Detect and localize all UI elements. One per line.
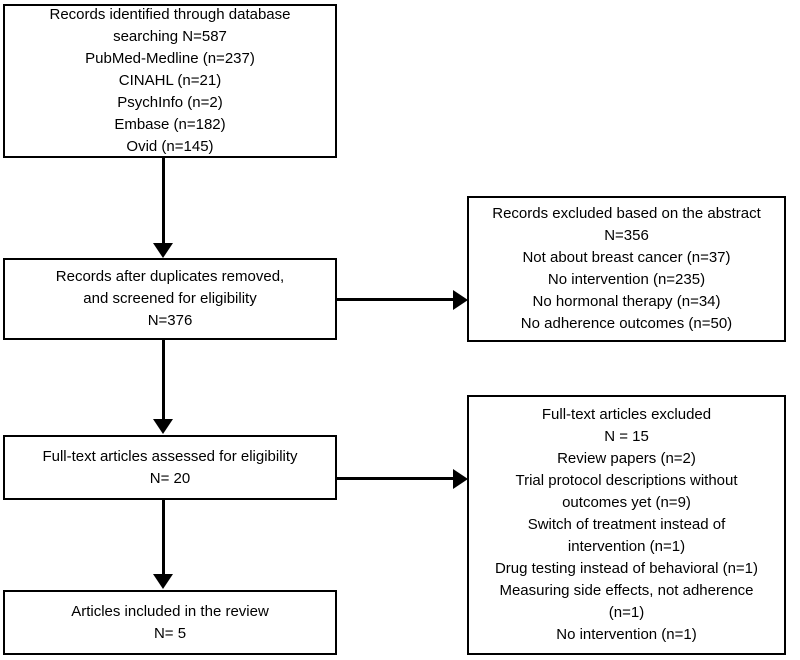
node-line: No hormonal therapy (n=34) — [532, 293, 721, 310]
node-line: N=376 — [147, 312, 193, 329]
node-line: Review papers (n=2) — [557, 450, 696, 467]
node-line: N = 15 — [604, 428, 649, 445]
node-records-identified: Records identified through database sear… — [3, 4, 337, 158]
node-line: Drug testing instead of behavioral (n=1) — [494, 560, 759, 577]
connector-fulltext-to-excluded-fulltext — [337, 477, 455, 480]
connector-fulltext-to-included — [162, 500, 165, 575]
node-line: Not about breast cancer (n=37) — [522, 249, 731, 266]
node-line: outcomes yet (n=9) — [562, 494, 691, 511]
node-line: Full-text articles assessed for eligibil… — [42, 447, 298, 465]
node-line: N=356 — [604, 227, 649, 244]
node-line: Records after duplicates removed, — [55, 268, 285, 285]
node-line: searching N=587 — [113, 28, 227, 45]
arrowhead-right-icon — [453, 290, 468, 310]
connector-screened-to-excluded-abstract — [337, 298, 455, 301]
node-line: N= 20 — [149, 469, 191, 487]
node-line: intervention (n=1) — [567, 538, 686, 555]
connector-identification-to-screened — [162, 158, 165, 245]
node-line: (n=1) — [608, 604, 645, 621]
node-records-screened: Records after duplicates removed, and sc… — [3, 258, 337, 340]
node-line: and screened for eligibility — [83, 290, 257, 307]
node-line: Switch of treatment instead of — [527, 516, 726, 533]
node-line: CINAHL (n=21) — [118, 72, 222, 89]
node-line: No intervention (n=1) — [556, 626, 697, 643]
node-line: Records identified through database — [49, 6, 291, 23]
connector-screened-to-fulltext — [162, 340, 165, 420]
node-line: PsychInfo (n=2) — [117, 94, 223, 111]
node-line: N= 5 — [153, 624, 187, 642]
node-articles-included: Articles included in the review N= 5 — [3, 590, 337, 655]
node-line: Records excluded based on the abstract — [492, 205, 761, 222]
node-line: Embase (n=182) — [114, 116, 226, 133]
node-line: No intervention (n=235) — [547, 271, 706, 288]
node-line: Full-text articles excluded — [541, 406, 712, 423]
node-line: No adherence outcomes (n=50) — [520, 315, 733, 332]
node-line: Trial protocol descriptions without — [515, 472, 738, 489]
node-line: Measuring side effects, not adherence — [499, 582, 754, 599]
node-line: Ovid (n=145) — [126, 138, 214, 155]
node-records-excluded-abstract: Records excluded based on the abstract N… — [467, 196, 786, 342]
node-fulltext-excluded: Full-text articles excluded N = 15 Revie… — [467, 395, 786, 655]
node-line: PubMed-Medline (n=237) — [85, 50, 255, 67]
arrowhead-right-icon — [453, 469, 468, 489]
arrowhead-down-icon — [153, 574, 173, 589]
node-fulltext-assessed: Full-text articles assessed for eligibil… — [3, 435, 337, 500]
arrowhead-down-icon — [153, 243, 173, 258]
arrowhead-down-icon — [153, 419, 173, 434]
node-line: Articles included in the review — [71, 602, 269, 620]
